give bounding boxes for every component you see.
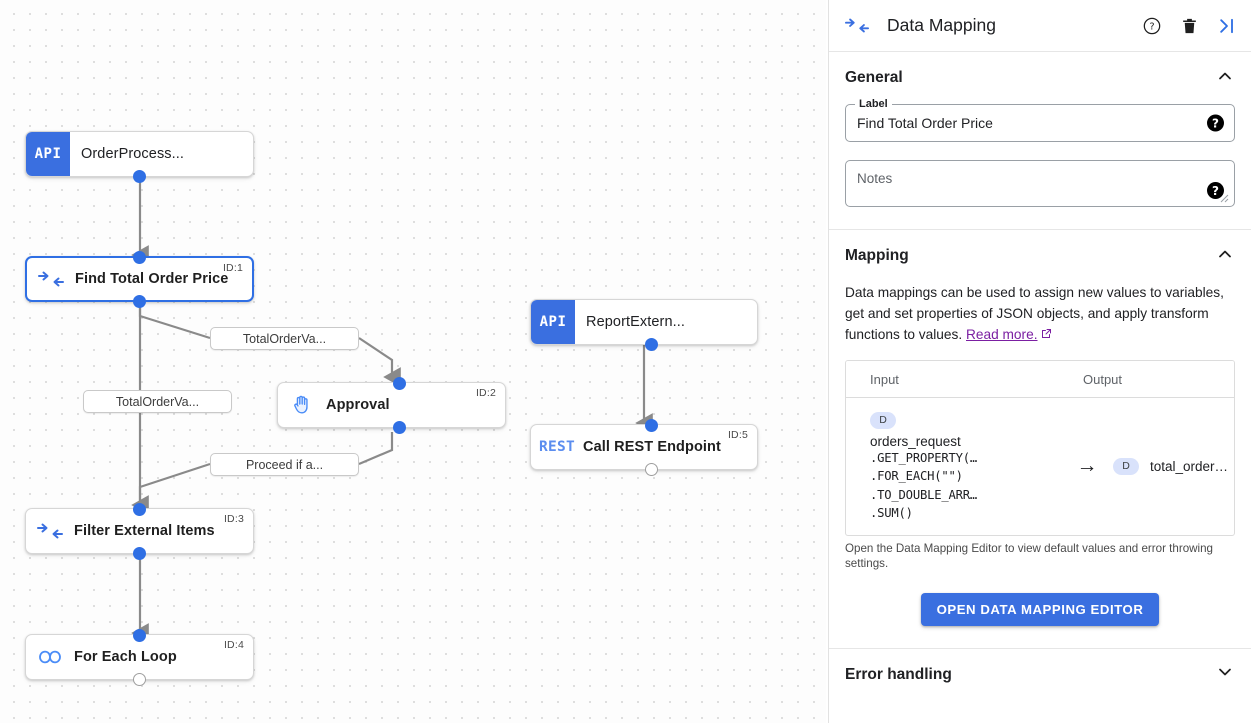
output-port[interactable] — [645, 337, 658, 351]
notes-placeholder: Notes — [857, 171, 893, 186]
edge-label[interactable]: TotalOrderVa... — [83, 390, 232, 413]
general-section: General Label Find Total Order Price ? N… — [829, 52, 1251, 207]
collapse-panel-icon[interactable] — [1217, 16, 1237, 36]
output-variable-name: total_order… — [1150, 458, 1229, 474]
node-find-total-order-price[interactable]: Find Total Order Price ID:1 — [25, 250, 254, 308]
mapping-section-title: Mapping — [845, 247, 909, 264]
data-mapping-icon — [26, 523, 74, 539]
node-for-each-loop[interactable]: For Each Loop ID:4 — [25, 628, 254, 686]
chevron-down-icon[interactable] — [1215, 662, 1235, 687]
section-divider — [829, 229, 1251, 230]
external-link-icon[interactable] — [1040, 325, 1052, 346]
mapping-output-cell: D total_order… — [1113, 457, 1229, 475]
mapping-table-header: Input Output — [846, 361, 1234, 398]
trash-icon[interactable] — [1180, 16, 1199, 36]
general-section-header[interactable]: General — [845, 52, 1235, 104]
resize-handle-icon[interactable] — [1220, 194, 1229, 203]
variable-type-badge: D — [870, 411, 896, 429]
node-order-process[interactable]: API OrderProcess... — [25, 131, 254, 183]
mapping-section: Mapping Data mappings can be used to ass… — [829, 230, 1251, 626]
rest-badge-icon: REST — [538, 439, 576, 455]
node-label: OrderProcess... — [81, 146, 185, 162]
api-badge-icon: API — [531, 300, 575, 344]
output-port[interactable] — [133, 169, 146, 183]
mapping-description-text: Data mappings can be used to assign new … — [845, 285, 1224, 342]
label-field-value: Find Total Order Price — [857, 115, 993, 131]
panel-title: Data Mapping — [887, 15, 996, 35]
node-label: Approval — [326, 397, 390, 413]
general-section-title: General — [845, 69, 903, 86]
input-variable-name: orders_request — [870, 433, 961, 449]
mapping-table: Input Output D orders_request .GET_PROPE… — [845, 360, 1235, 536]
input-function-line: .TO_DOUBLE_ARR… — [870, 487, 978, 502]
variable-type-badge: D — [1113, 457, 1139, 475]
read-more-link[interactable]: Read more. — [966, 327, 1038, 342]
input-port[interactable] — [645, 418, 658, 432]
node-id-tag: ID:3 — [223, 513, 244, 525]
edge-label[interactable]: TotalOrderVa... — [210, 327, 359, 350]
input-function-line: .SUM() — [870, 506, 913, 520]
mapping-input-cell: D orders_request .GET_PROPERTY(… .FOR_EA… — [846, 398, 1061, 535]
node-label: Filter External Items — [74, 523, 215, 539]
help-circle-icon[interactable]: ? — [1142, 16, 1162, 36]
node-label: Call REST Endpoint — [583, 439, 721, 455]
help-icon[interactable]: ? — [1207, 114, 1224, 132]
mapping-section-header[interactable]: Mapping — [845, 230, 1235, 282]
help-icon[interactable]: ? — [1207, 182, 1224, 199]
section-divider — [829, 647, 1251, 649]
node-call-rest-endpoint[interactable]: REST Call REST Endpoint ID:5 — [530, 418, 758, 476]
node-label: ReportExtern... — [586, 314, 686, 330]
chevron-up-icon[interactable] — [1215, 244, 1235, 269]
label-field-legend: Label — [855, 98, 892, 110]
input-port[interactable] — [133, 250, 146, 264]
mapping-footnote: Open the Data Mapping Editor to view def… — [845, 541, 1213, 570]
label-field[interactable]: Label Find Total Order Price ? — [845, 98, 1235, 142]
input-port[interactable] — [393, 376, 406, 390]
output-port[interactable] — [645, 462, 658, 476]
mapping-arrow-icon: → — [1076, 454, 1098, 478]
node-report-extern[interactable]: API ReportExtern... — [530, 299, 758, 351]
loop-icon — [26, 649, 74, 665]
node-id-tag: ID:4 — [223, 639, 244, 651]
input-port[interactable] — [133, 502, 146, 516]
chevron-up-icon[interactable] — [1215, 66, 1235, 91]
hand-icon — [278, 394, 326, 416]
output-port[interactable] — [133, 546, 146, 560]
column-header-input: Input — [870, 371, 899, 387]
open-editor-button-wrap: OPEN DATA MAPPING EDITOR — [845, 592, 1235, 626]
error-handling-section: Error handling — [829, 649, 1251, 701]
input-function-line: .FOR_EACH("") — [870, 469, 963, 483]
node-filter-external-items[interactable]: Filter External Items ID:3 — [25, 502, 254, 560]
open-data-mapping-editor-button[interactable]: OPEN DATA MAPPING EDITOR — [920, 592, 1160, 626]
svg-text:?: ? — [1149, 21, 1154, 32]
node-label: For Each Loop — [74, 649, 177, 665]
input-function-line: .GET_PROPERTY(… — [870, 450, 978, 465]
error-handling-section-title: Error handling — [845, 665, 952, 683]
node-id-tag: ID:5 — [727, 429, 748, 441]
workflow-canvas[interactable]: API OrderProcess... Find Total Order Pri… — [0, 0, 826, 723]
data-mapping-icon — [845, 18, 869, 33]
notes-field[interactable]: Notes ? — [845, 160, 1235, 207]
output-port[interactable] — [133, 672, 146, 686]
data-mapping-icon — [27, 271, 75, 287]
column-header-output: Output — [1083, 371, 1123, 387]
edge-connectors — [131, 176, 653, 643]
api-badge-icon: API — [26, 132, 70, 176]
node-id-tag: ID:1 — [222, 262, 243, 274]
node-label: Find Total Order Price — [75, 271, 229, 287]
properties-panel: Data Mapping ? — [828, 0, 1251, 723]
table-row[interactable]: D orders_request .GET_PROPERTY(… .FOR_EA… — [846, 398, 1234, 535]
output-port[interactable] — [393, 420, 406, 434]
error-handling-section-header[interactable]: Error handling — [845, 649, 1235, 701]
output-port[interactable] — [133, 294, 146, 308]
mapping-description: Data mappings can be used to assign new … — [845, 282, 1235, 346]
input-port[interactable] — [133, 628, 146, 642]
panel-header: Data Mapping ? — [829, 0, 1251, 52]
node-approval[interactable]: Approval ID:2 — [277, 376, 506, 434]
edge-label[interactable]: Proceed if a... — [210, 453, 359, 476]
node-id-tag: ID:2 — [475, 387, 496, 399]
